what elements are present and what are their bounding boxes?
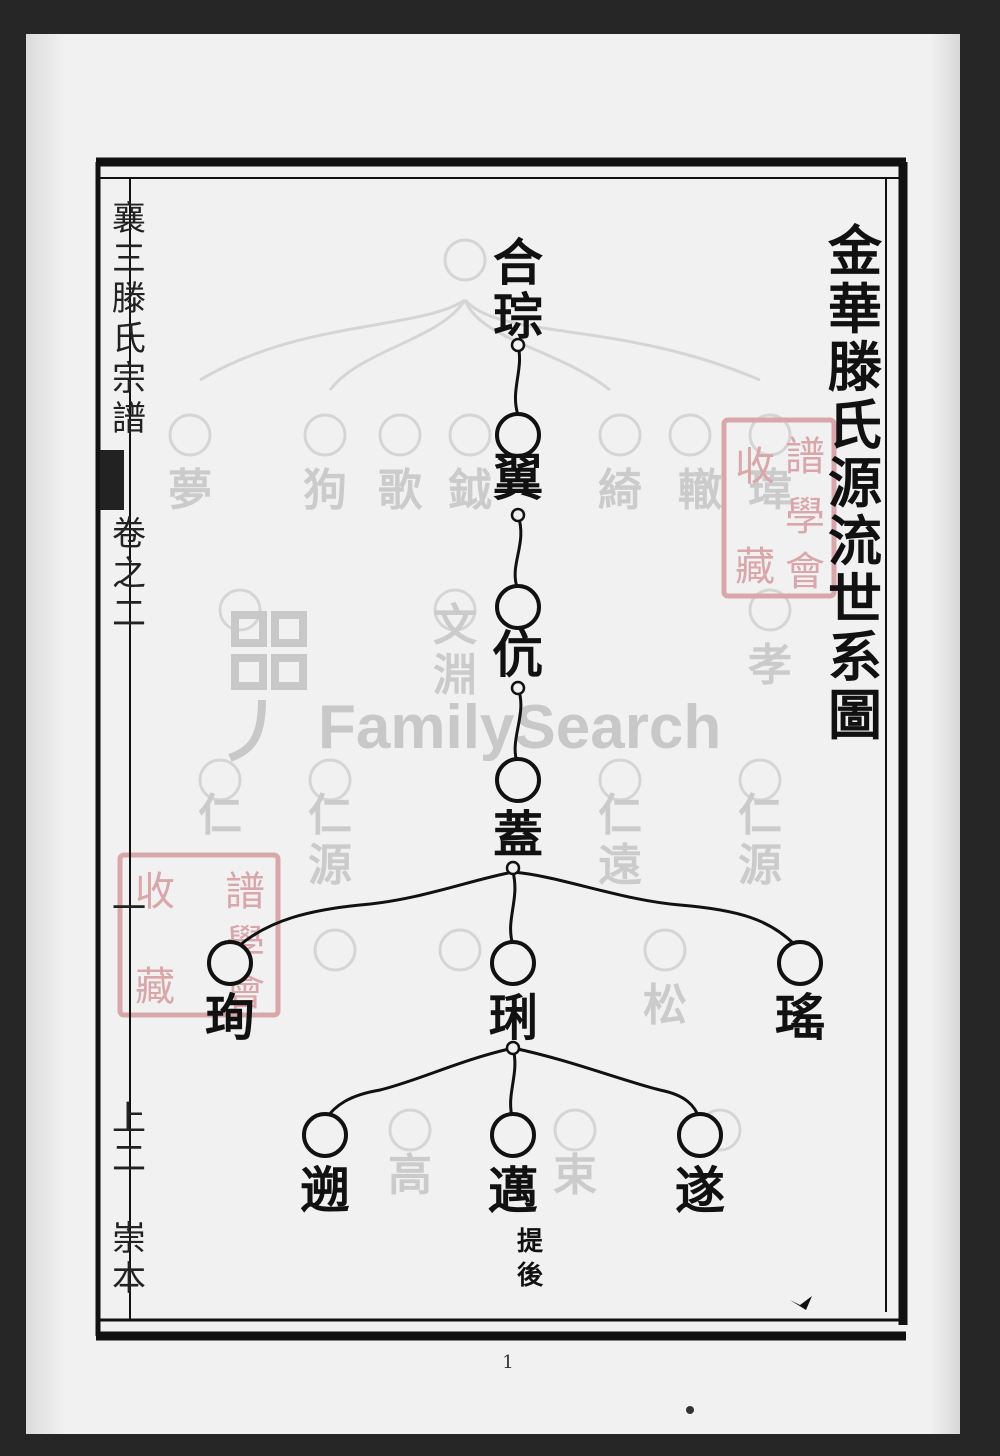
bleed-through: 夢 狗 歌 鉞 綺 轍 瑋 文 淵 孝 仁 仁 仁 仁 源 遠 源 松 高 束 (168, 238, 792, 1201)
svg-text:文: 文 (433, 600, 477, 651)
page-paper (26, 34, 960, 1434)
svg-text:歌: 歌 (378, 465, 423, 516)
svg-text:三: 三 (112, 239, 146, 279)
svg-text:卷: 卷 (112, 514, 146, 554)
page-edge-shadow (26, 34, 66, 1434)
svg-text:譜: 譜 (785, 434, 825, 480)
generation-circles (207, 412, 823, 1158)
svg-text:束: 束 (553, 1150, 597, 1201)
svg-text:孝: 孝 (748, 640, 792, 691)
svg-text:二: 二 (112, 1139, 146, 1179)
fold-number: 一 (112, 889, 146, 929)
ink-mark (790, 1296, 812, 1310)
svg-text:源: 源 (308, 840, 352, 891)
title-vertical: 金華滕氏源流世系圖 (827, 219, 883, 747)
svg-text:仁: 仁 (308, 790, 352, 841)
svg-text:仁: 仁 (198, 790, 242, 841)
name-gen5-right: 瑤 (775, 988, 825, 1047)
title-text: 金華滕氏源流世系圖 (827, 219, 883, 747)
svg-text:高: 高 (388, 1150, 432, 1201)
svg-text:轍: 轍 (678, 465, 722, 516)
left-margin-text: 襄 三 滕 氏 宗 譜 卷 之 二 一 上 二 崇 本 (100, 199, 146, 1299)
svg-text:譜: 譜 (112, 399, 146, 439)
svg-text:會: 會 (785, 549, 825, 595)
svg-text:綺: 綺 (598, 465, 642, 516)
page-number: 1 (502, 1352, 513, 1373)
name-gen5-left: 珣 (205, 988, 255, 1047)
svg-text:二: 二 (112, 594, 146, 634)
lineage-lines (239, 344, 797, 1121)
name-gen3: 伉 (492, 625, 543, 684)
name-gen2: 翼 (493, 448, 543, 507)
svg-text:仁: 仁 (738, 790, 782, 841)
name-gen4: 蓋 (493, 805, 543, 864)
svg-text:鉞: 鉞 (448, 465, 492, 516)
svg-text:收: 收 (135, 869, 175, 915)
svg-text:收: 收 (735, 444, 775, 490)
ink-speck (686, 1406, 694, 1414)
svg-text:滕: 滕 (112, 279, 146, 319)
svg-text:藏: 藏 (735, 544, 775, 590)
svg-text:瑋: 瑋 (748, 465, 792, 516)
svg-text:夢: 夢 (168, 465, 212, 516)
svg-text:藏: 藏 (135, 964, 175, 1010)
svg-text:襄: 襄 (112, 199, 146, 239)
name-gen6-right: 遂 (675, 1161, 725, 1220)
svg-text:崇: 崇 (112, 1219, 146, 1259)
seal-stamp-top: 譜 收 學 會 藏 (721, 417, 837, 599)
svg-text:宗: 宗 (112, 359, 146, 399)
svg-text:源: 源 (738, 840, 782, 891)
right-edge-shadow (930, 34, 960, 1434)
svg-text:譜: 譜 (225, 869, 265, 915)
lineage-note: 提後 (517, 1227, 544, 1291)
svg-text:本: 本 (112, 1259, 146, 1299)
name-gen6-center: 邁 (488, 1161, 538, 1220)
name-gen6-left: 遡 (300, 1161, 350, 1220)
connector-dots (505, 337, 526, 1056)
svg-text:仁: 仁 (598, 790, 642, 841)
svg-text:淵: 淵 (433, 650, 477, 701)
svg-text:遠: 遠 (598, 840, 642, 891)
name-gen1: 合琮 (493, 233, 543, 346)
svg-text:上: 上 (112, 1099, 146, 1139)
name-gen5-center: 琍 (488, 988, 538, 1047)
lineage-names: 合琮 翼 伉 蓋 珣 琍 瑤 遡 邁 遂 提後 (205, 233, 825, 1291)
svg-text:狗: 狗 (303, 465, 347, 516)
page-frame (95, 157, 908, 1341)
svg-text:松: 松 (643, 980, 687, 1031)
svg-text:之: 之 (112, 554, 146, 594)
svg-text:學: 學 (785, 494, 825, 540)
svg-text:氏: 氏 (112, 319, 146, 359)
